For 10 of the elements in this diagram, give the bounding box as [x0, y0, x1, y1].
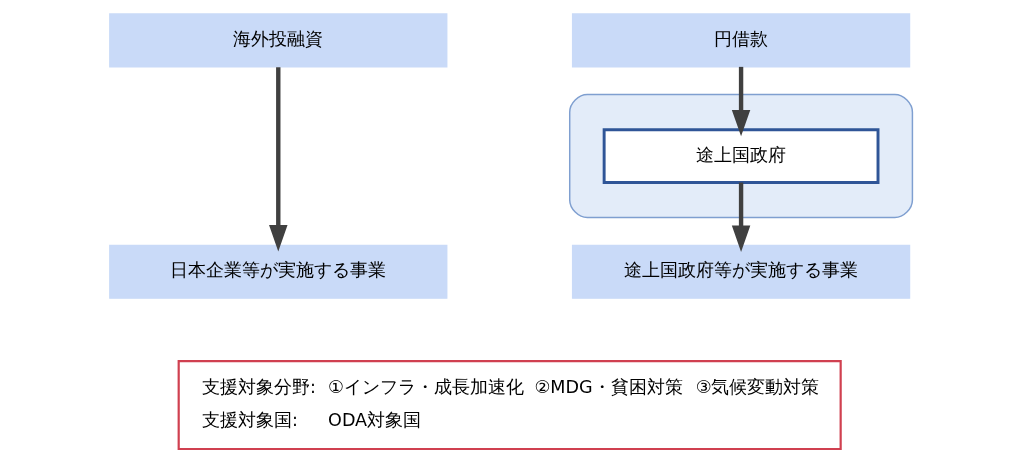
node-box: 支援対象分野: ①インフラ・成長加速化 ②MDG・貧困対策 ③気候変動対策 支援対象国: ODA対象国	[177, 360, 842, 451]
arrow	[731, 182, 750, 252]
cluster	[568, 93, 913, 219]
node-box: 途上国政府	[602, 128, 879, 184]
node-box: 日本企業等が実施する事業	[108, 244, 447, 299]
arrow	[268, 67, 288, 252]
arrow	[731, 66, 750, 137]
node-box: 円借款	[571, 13, 910, 68]
node-box: 海外投融資	[108, 13, 447, 68]
node-box: 途上国政府等が実施する事業	[571, 244, 910, 299]
